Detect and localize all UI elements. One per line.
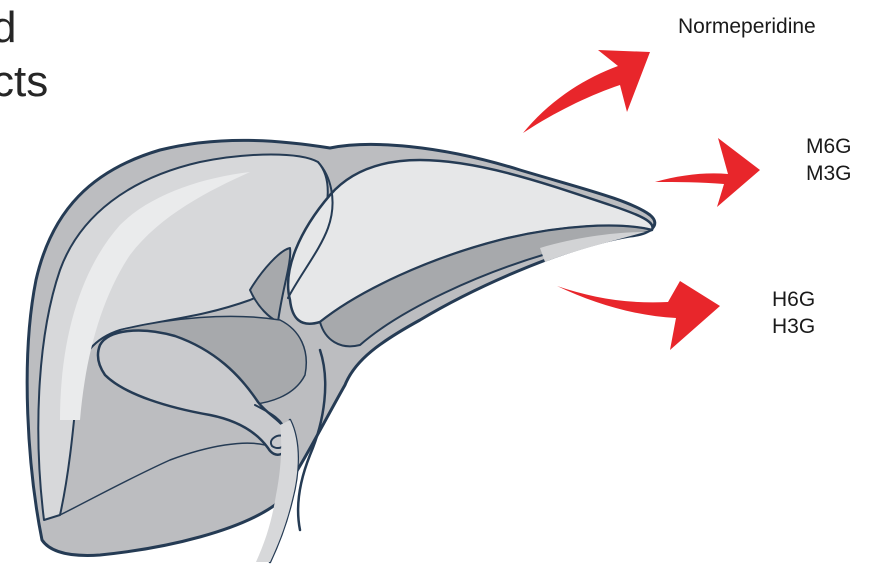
arrow-to-normeperidine	[523, 50, 650, 133]
m3g-label: M3G	[806, 161, 852, 186]
liver-icon	[27, 140, 655, 562]
normeperidine-label: Normeperidine	[678, 14, 816, 39]
h3g-label: H3G	[772, 314, 815, 339]
h6g-label: H6G	[772, 287, 815, 312]
arrow-to-h6g-h3g	[557, 281, 720, 350]
arrow-to-m6g-m3g	[655, 138, 760, 207]
m6g-label: M6G	[806, 134, 852, 159]
